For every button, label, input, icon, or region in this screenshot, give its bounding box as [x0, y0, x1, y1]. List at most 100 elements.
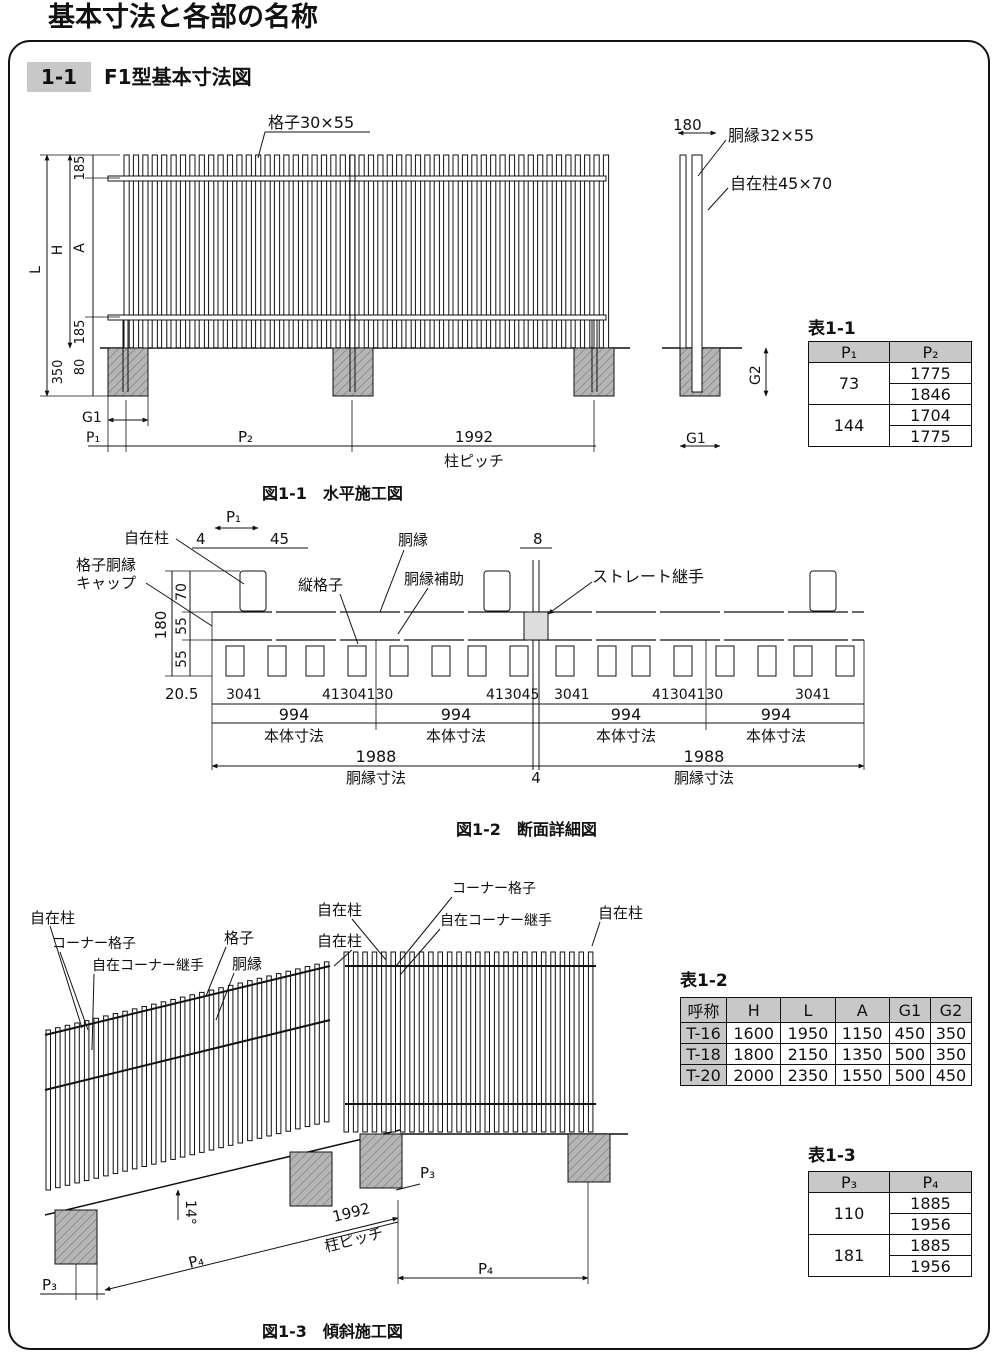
- lattice-bar: [578, 951, 584, 1133]
- section-detail-figure: 180 70 55 55 P₁ 4 45 8 自在柱 格子胴縁 キャップ 胴縁 …: [76, 508, 865, 787]
- table-cell: P₃ P₄: [808, 1171, 972, 1193]
- slope-label-post1: 自在柱: [30, 909, 75, 927]
- lattice-bar: [217, 154, 224, 349]
- lattice-bar: [446, 951, 453, 1133]
- lattice-bar: [518, 154, 525, 349]
- table2-header: A: [834, 997, 890, 1023]
- table-cell: 350: [929, 1043, 973, 1065]
- lattice-slat: [509, 645, 529, 677]
- sec-dim-994-3: 994: [611, 705, 642, 724]
- slope-label-rail: 胴縁: [232, 955, 262, 973]
- table3-header-p4: P₄: [889, 1171, 972, 1193]
- lattice-slat: [389, 645, 409, 677]
- sec-dim-994-4: 994: [761, 705, 792, 724]
- lattice-bar: [471, 154, 478, 349]
- slope-dim-P4b: P₄: [478, 1260, 493, 1278]
- sec-dim-1988-2: 1988: [684, 747, 725, 766]
- lattice-bar: [362, 951, 368, 1133]
- slope-angle: 14°: [182, 1200, 198, 1225]
- horizontal-elevation-figure: 185 A 185 80 H 350 L G1 P₁ P₂ 1992 柱ピッチ …: [28, 113, 832, 470]
- dim-G1: G1: [82, 410, 102, 426]
- lattice-bar: [475, 951, 481, 1133]
- lattice-bar: [565, 154, 572, 349]
- table-cell: 呼称 H L A G1 G2: [679, 997, 973, 1023]
- foundation-3: [573, 347, 615, 397]
- label-rail: 胴縁: [398, 531, 428, 549]
- slope-foundation-2: [289, 1151, 333, 1207]
- sec-pattern-b: 41304130: [322, 687, 393, 703]
- table-cell: 1600: [726, 1022, 782, 1044]
- lattice-bar: [266, 975, 272, 1137]
- dim-A: A: [72, 243, 88, 253]
- lattice-slat: [835, 645, 855, 677]
- lattice-bar: [386, 154, 393, 349]
- lattice-bar: [381, 951, 387, 1133]
- lattice-bar: [546, 154, 553, 349]
- table-cell: 1956: [809, 1255, 972, 1277]
- dim-185-top: 185: [73, 156, 88, 181]
- lattice-bar: [574, 154, 581, 349]
- table-cell: 1950: [780, 1022, 836, 1044]
- lattice-bar: [522, 951, 528, 1133]
- table1-cell: 1775: [889, 425, 972, 447]
- lattice-slat: [267, 645, 287, 677]
- lattice-size-label: 格子30×55: [268, 113, 354, 132]
- lattice-bar: [531, 951, 537, 1133]
- body-dim-4: 本体寸法: [746, 727, 806, 745]
- lattice-slat: [757, 645, 777, 677]
- side-dim-G1: G1: [686, 431, 706, 447]
- lattice-slat: [555, 645, 575, 677]
- section-slats: [225, 645, 855, 677]
- section-number: 1-1: [27, 62, 91, 92]
- rail-dim-1: 胴縁寸法: [346, 769, 406, 787]
- lattice-slat: [673, 645, 693, 677]
- lattice-bar: [179, 154, 187, 349]
- lattice-bar: [256, 977, 263, 1139]
- lattice-bar: [275, 973, 282, 1135]
- label-cap-line1: 格子胴縁: [76, 556, 136, 574]
- lattice-bar: [264, 154, 271, 349]
- lattice-bar: [569, 951, 575, 1133]
- dim-pitch-label: 柱ピッチ: [444, 452, 504, 470]
- slope-foundation-1: [54, 1209, 98, 1265]
- slope-dim-P3a: P₃: [42, 1276, 57, 1294]
- lattice-bar: [461, 154, 469, 349]
- lattice-slat: [431, 645, 451, 677]
- lattice-bar: [295, 968, 301, 1130]
- lattice-bar: [503, 951, 509, 1133]
- foundation-2: [332, 347, 374, 397]
- side-post: [691, 154, 703, 393]
- lattice-bar: [198, 154, 205, 349]
- table1-header-p1: P₁: [808, 341, 890, 363]
- lattice-bar: [74, 1022, 80, 1184]
- side-lattice: [679, 154, 687, 349]
- table3-cell: 1956: [889, 1255, 972, 1277]
- lattice-bar: [587, 951, 594, 1133]
- sec-pattern-e: 41304130: [652, 687, 723, 703]
- lattice-bar: [236, 154, 243, 349]
- lattice-slat: [347, 645, 367, 677]
- dim-80: 80: [73, 359, 88, 376]
- section-title: F1型基本寸法図: [104, 65, 252, 89]
- table2-header: L: [780, 997, 836, 1023]
- lattice-bar: [537, 154, 544, 349]
- slope-dim-P3b: P₃: [420, 1164, 435, 1182]
- lattice-bar: [218, 987, 224, 1149]
- lattice-bar: [428, 951, 434, 1133]
- lattice-slat: [793, 645, 813, 677]
- side-dim-180: 180: [673, 116, 702, 134]
- section-post-1: [239, 570, 267, 612]
- lattice-bar: [437, 951, 443, 1133]
- lattice-bar: [189, 154, 196, 349]
- lattice-bar: [245, 154, 252, 349]
- table3-cell: 181: [808, 1234, 890, 1277]
- table2-title: 表1-2: [680, 971, 728, 991]
- table3-header-p3: P₃: [808, 1171, 890, 1193]
- lattice-bar: [55, 1027, 61, 1189]
- lattice-bar: [527, 154, 534, 349]
